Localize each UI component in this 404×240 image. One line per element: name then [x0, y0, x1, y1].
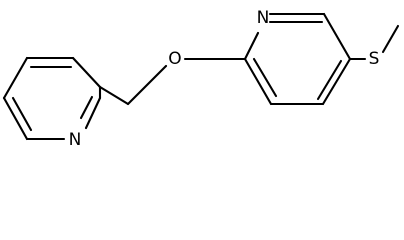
bond: [316, 59, 343, 101]
bond: [79, 95, 94, 120]
molecule-canvas: N O S N: [2, 8, 400, 150]
bond: [126, 64, 168, 106]
bond: [243, 57, 273, 106]
bond: [71, 56, 102, 89]
bond: [252, 57, 278, 98]
bond: [84, 96, 102, 130]
bond: [321, 57, 352, 106]
bond: [2, 96, 29, 141]
bond: [98, 85, 130, 106]
bond: [322, 12, 352, 61]
atom-label-o: O: [168, 49, 181, 69]
atom-label-n-left: N: [69, 130, 82, 150]
bond: [11, 96, 33, 132]
bond: [243, 31, 260, 61]
right-pyridine-ring: [243, 12, 352, 106]
bond: [381, 24, 400, 54]
molecule-structure: N O S N: [2, 8, 400, 150]
atom-label-n-right: N: [257, 8, 270, 28]
bond: [2, 56, 29, 100]
left-pyridine-ring: [2, 56, 102, 141]
atom-label-s: S: [369, 49, 380, 69]
